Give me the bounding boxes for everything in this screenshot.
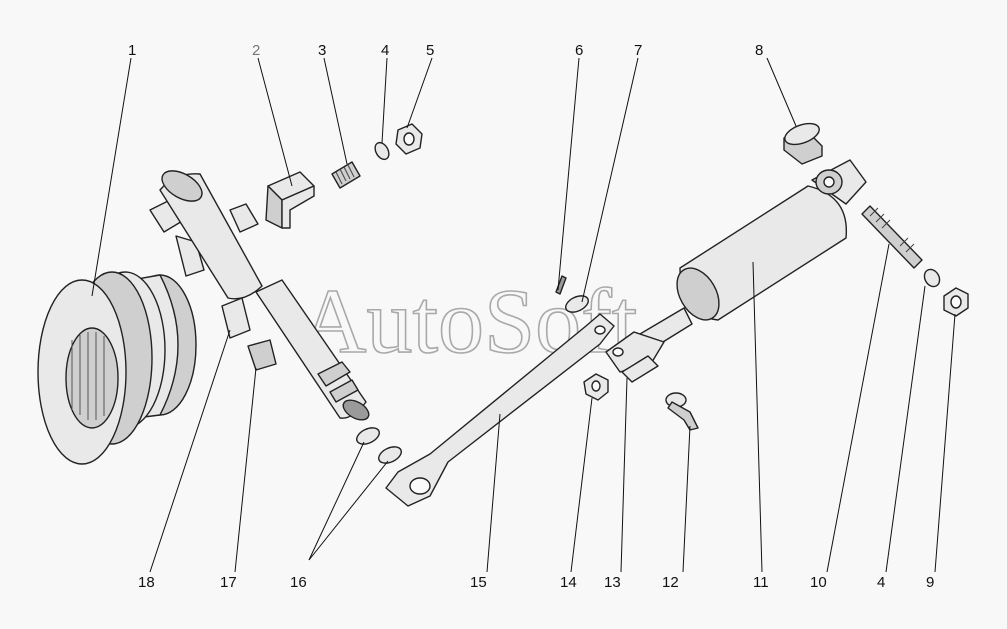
callout-10: 10 (810, 574, 827, 591)
callout-6: 6 (575, 42, 583, 59)
callout-16: 16 (290, 574, 307, 591)
part-10-stud (861, 205, 923, 269)
callout-7: 7 (634, 42, 642, 59)
autosoft-watermark: AutoSoft (300, 270, 638, 372)
part-14-nut (583, 373, 609, 401)
callout-13: 13 (604, 574, 621, 591)
callout-14: 14 (560, 574, 577, 591)
part-2-bracket (265, 171, 315, 229)
part-9-nut (943, 287, 969, 317)
part-17-shift-shaft (149, 170, 370, 421)
callout-5: 5 (426, 42, 434, 59)
callout-18: 18 (138, 574, 155, 591)
part-3-stud (331, 161, 361, 189)
part-13-clevis (605, 331, 665, 383)
leader-lines (91, 57, 956, 573)
part-16-washer-b (378, 446, 402, 464)
callout-labels: 1 2 3 4 5 6 7 8 9 10 4 11 12 13 14 15 16… (128, 42, 934, 591)
part-8-bushing (783, 122, 823, 165)
callout-15: 15 (470, 574, 487, 591)
callout-4-lower: 4 (877, 574, 885, 591)
callout-3: 3 (318, 42, 326, 59)
callout-4-upper: 4 (381, 42, 389, 59)
part-18-shift-fork (221, 297, 277, 371)
callout-1: 1 (128, 42, 136, 59)
part-11-cylinder (639, 159, 867, 351)
callout-9: 9 (926, 574, 934, 591)
callout-12: 12 (662, 574, 679, 591)
callout-11: 11 (753, 574, 769, 591)
callout-2: 2 (252, 42, 260, 59)
part-15-lever (385, 313, 615, 507)
part-4-washer (374, 141, 390, 161)
callout-17: 17 (220, 574, 237, 591)
part-5-nut (395, 123, 423, 155)
part-4-washer-lower (923, 268, 941, 288)
callout-8: 8 (755, 42, 763, 59)
part-1-splined-hub (37, 271, 197, 465)
part-16-washer-a (356, 427, 380, 445)
part-12-pin (665, 392, 699, 431)
